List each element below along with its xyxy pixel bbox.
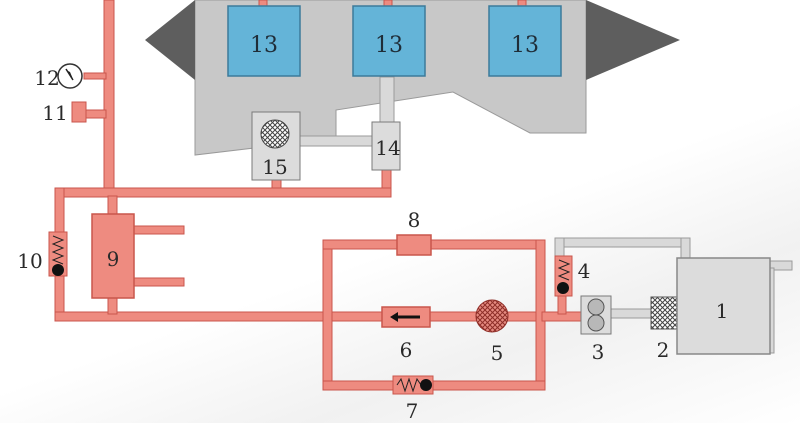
valve-4: 4 — [554, 255, 591, 297]
label-15: 15 — [262, 155, 287, 179]
label-11: 11 — [42, 101, 67, 125]
pump-3: 3 — [580, 295, 612, 364]
filter-5: 5 — [475, 299, 509, 365]
label-1: 1 — [716, 299, 729, 323]
label-13-b: 13 — [375, 33, 403, 58]
cylinder-13-right: 13 — [488, 5, 562, 77]
label-13-c: 13 — [511, 33, 539, 58]
label-10: 10 — [17, 249, 42, 273]
relief-valve-7: 7 — [392, 375, 434, 423]
label-5: 5 — [491, 341, 504, 365]
filter-2: 2 — [650, 296, 680, 362]
component-14: 14 — [371, 121, 401, 171]
fuel-tank-1: 1 — [676, 257, 771, 355]
label-14: 14 — [375, 136, 400, 160]
label-4: 4 — [578, 259, 591, 283]
label-2: 2 — [657, 338, 670, 362]
label-13-a: 13 — [250, 33, 278, 58]
gray-pipes-right — [554, 237, 793, 354]
valve-10: 10 — [17, 231, 68, 277]
check-valve-6: 6 — [381, 306, 431, 362]
pump-9: 9 — [91, 213, 135, 299]
label-7: 7 — [406, 399, 419, 423]
label-8: 8 — [408, 208, 421, 232]
component-8: 8 — [396, 208, 432, 256]
filter-15: 15 — [251, 111, 301, 181]
gray-return-line — [299, 76, 395, 147]
label-3: 3 — [592, 340, 605, 364]
cylinder-13-left: 13 — [227, 5, 301, 77]
label-9: 9 — [107, 247, 120, 271]
label-12: 12 — [34, 66, 59, 90]
cylinder-13-center: 13 — [352, 5, 426, 77]
label-6: 6 — [400, 338, 413, 362]
sensor-11: 11 — [42, 101, 87, 125]
pressure-gauge-12: 12 — [34, 63, 83, 90]
